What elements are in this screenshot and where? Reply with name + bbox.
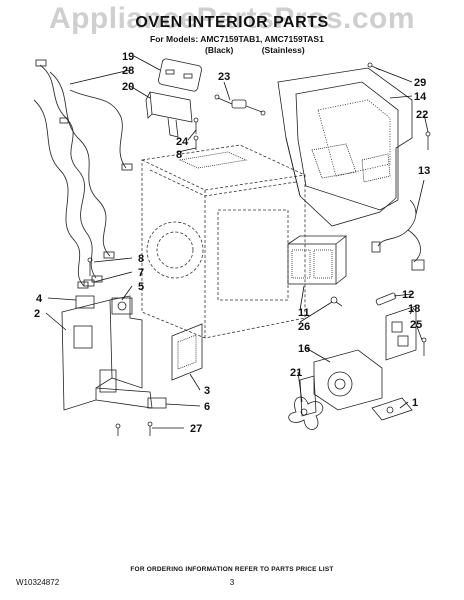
wire-harness — [33, 59, 133, 289]
fan-blade — [288, 396, 324, 430]
vent-bracket — [277, 67, 413, 227]
screws — [193, 117, 199, 150]
callout-16: 16 — [298, 343, 310, 355]
magnetron — [287, 235, 348, 285]
callout-14: 14 — [414, 91, 427, 103]
models-line: For Models: AMC7159TAB1, AMC7159TAS1 — [150, 34, 324, 44]
callout-26: 26 — [298, 321, 310, 333]
color-labels: (Black) (Stainless) — [205, 45, 331, 55]
document-number: W10324872 — [16, 578, 60, 587]
callout-8: 8 — [138, 253, 144, 265]
callout-18: 18 — [408, 303, 420, 315]
callout-7: 7 — [138, 267, 144, 279]
latch-assembly — [61, 295, 153, 411]
callout-23: 23 — [218, 71, 230, 83]
callout-20: 20 — [122, 81, 134, 93]
callout-22: 22 — [416, 109, 428, 121]
latch-screws — [83, 257, 95, 287]
leader-lines — [45, 55, 429, 429]
switch-screw — [115, 421, 153, 436]
magnetron-bolt — [330, 296, 343, 307]
callout-27: 27 — [190, 423, 202, 435]
callout-11: 11 — [298, 307, 310, 319]
callout-28: 28 — [122, 65, 134, 77]
watermark: AppliancePartsPros.com — [48, 2, 416, 35]
actuator-plate — [171, 323, 203, 381]
callout-21: 21 — [290, 367, 302, 379]
ordering-info: FOR ORDERING INFORMATION REFER TO PARTS … — [130, 566, 334, 573]
diode — [214, 94, 266, 116]
callout-24: 24 — [176, 136, 189, 148]
power-cord — [371, 199, 425, 271]
capacitor-bracket — [145, 91, 193, 138]
monitor-switch — [147, 397, 167, 409]
thermal-cutoff — [375, 292, 397, 306]
callout-8: 8 — [176, 149, 182, 161]
color-label-black: (Black) — [205, 45, 234, 55]
callout-6: 6 — [204, 401, 210, 413]
page-title: OVEN INTERIOR PARTS — [135, 14, 329, 31]
callout-5: 5 — [138, 281, 144, 293]
callout-4: 4 — [36, 293, 43, 305]
humidity-sensor — [371, 397, 413, 421]
callout-25: 25 — [410, 319, 422, 331]
callout-3: 3 — [204, 385, 210, 397]
callout-19: 19 — [122, 51, 134, 63]
color-label-stainless: (Stainless) — [261, 45, 305, 55]
callout-2: 2 — [34, 308, 40, 320]
fan-bracket — [385, 305, 417, 361]
callout-1: 1 — [412, 397, 418, 409]
capacitor — [158, 58, 202, 92]
fan-motor — [299, 349, 383, 417]
callout-12: 12 — [402, 289, 414, 301]
page-number: 3 — [229, 578, 235, 587]
callout-13: 13 — [418, 165, 430, 177]
callout-29: 29 — [414, 77, 426, 89]
door-switches — [75, 295, 133, 315]
